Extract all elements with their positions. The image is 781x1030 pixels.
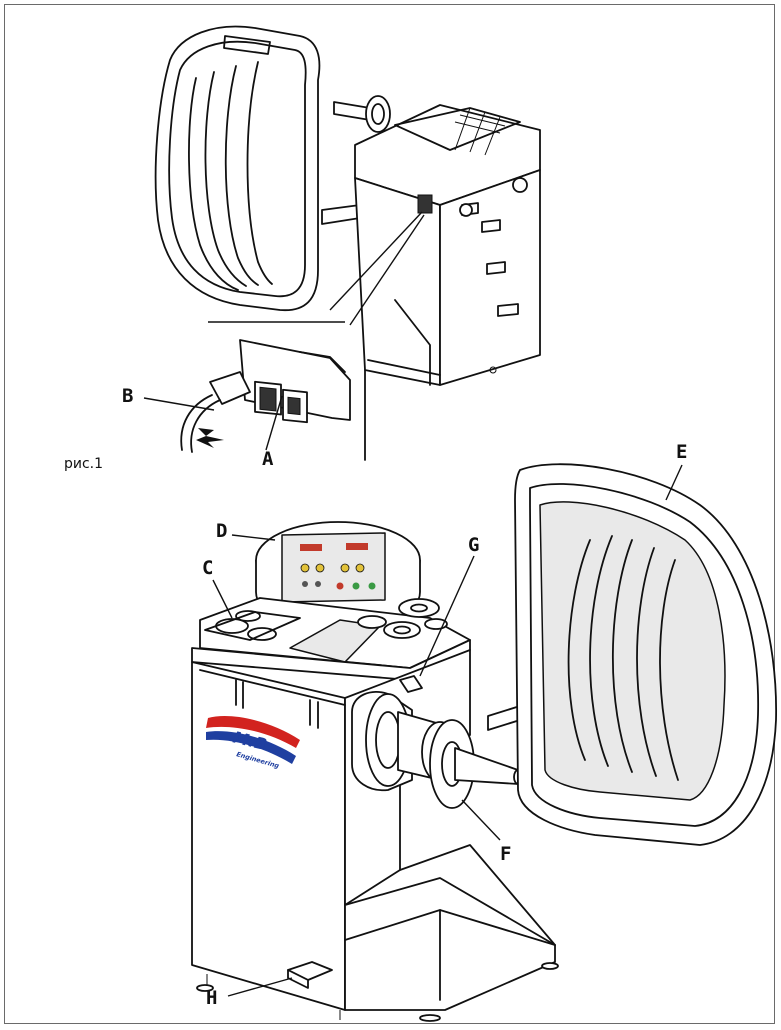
top-machine-view <box>154 25 541 461</box>
label-c: C <box>202 557 213 579</box>
label-g: G <box>468 534 479 556</box>
top-wheel-guard <box>154 25 321 312</box>
balancing-shaft <box>351 675 523 809</box>
label-h: H <box>206 987 217 1009</box>
weight-tray <box>199 597 471 669</box>
leader-lines <box>143 395 683 997</box>
figure-caption: рис.1 <box>64 456 103 472</box>
power-switch-inset <box>180 339 351 453</box>
top-cabinet-bolts <box>459 177 528 317</box>
zoom-callout-lines <box>208 211 431 461</box>
top-cabinet <box>354 104 541 386</box>
top-shaft-hub <box>321 95 391 225</box>
figure-frame <box>4 4 775 1024</box>
part-labels: A B C D E F G H <box>122 385 687 1009</box>
label-d: D <box>216 520 227 542</box>
label-a: A <box>262 448 274 470</box>
label-b: B <box>122 385 133 407</box>
bottom-machine-view: M.B Engineering <box>143 395 777 1022</box>
label-e: E <box>676 441 687 463</box>
wheel-guard <box>514 463 777 846</box>
label-f: F <box>500 843 511 865</box>
